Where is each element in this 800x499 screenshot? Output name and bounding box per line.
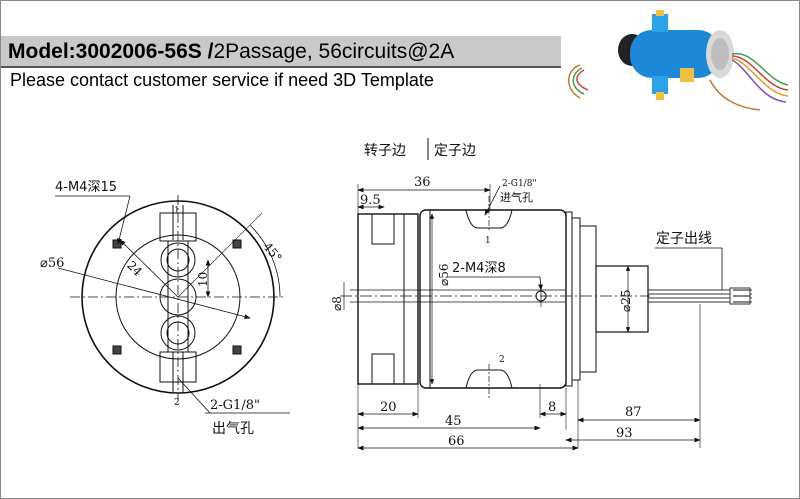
dim-93: 93 <box>616 426 633 441</box>
offset-label: 10 <box>196 272 210 287</box>
dia-56-label: ⌀56 <box>437 264 451 287</box>
dim-45: 45 <box>445 414 462 429</box>
dim-87: 87 <box>625 405 642 420</box>
thread-holes-label: 4-M4深15 <box>55 180 117 195</box>
dim-66: 66 <box>448 434 465 449</box>
dim-20: 20 <box>380 400 397 415</box>
dia-8-label: ⌀8 <box>330 296 344 311</box>
dim-9-5: 9.5 <box>360 193 381 208</box>
front-port-1: 1 <box>174 206 180 216</box>
dim-8: 8 <box>548 400 556 415</box>
rotor-side-label: 转子边 <box>364 143 406 159</box>
side-view <box>340 138 752 451</box>
front-view <box>55 195 290 414</box>
front-port-2: 2 <box>174 398 180 408</box>
model-number: Model:3002006-56S / <box>8 40 214 63</box>
title-bar <box>1 36 561 68</box>
contact-note: Please contact customer service if need … <box>10 70 434 90</box>
inlet-label: 进气孔 <box>500 190 533 204</box>
side-view-labels: 转子边 定子边 36 9.5 2-G1/8" 进气孔 1 2 ⌀56 2-M4深… <box>330 143 712 449</box>
model-title: Model:3002006-56S /2Passage, 56circuits@… <box>8 40 454 64</box>
outlet-label: 出气孔 <box>212 421 254 437</box>
model-spec: 2Passage, 56circuits@2A <box>213 40 455 63</box>
mount-holes-label: 2-M4深8 <box>452 261 506 276</box>
outlet-thread-label: 2-G1/8" <box>210 398 260 413</box>
product-photo <box>568 10 789 111</box>
side-port-1: 1 <box>485 236 491 246</box>
stator-side-label: 定子边 <box>434 143 476 159</box>
diameter-label: ⌀56 <box>40 256 64 271</box>
dim-36: 36 <box>414 175 431 190</box>
angle-label: 45° <box>260 240 284 265</box>
front-view-labels: 4-M4深15 ⌀56 24 10 45° 1 2 2-G1/8" 出气孔 <box>40 180 285 437</box>
dia-25-label: ⌀25 <box>619 290 633 313</box>
side-port-2: 2 <box>499 355 505 365</box>
inlet-thread-label: 2-G1/8" <box>502 179 537 189</box>
stator-wire-label: 定子出线 <box>656 231 712 247</box>
